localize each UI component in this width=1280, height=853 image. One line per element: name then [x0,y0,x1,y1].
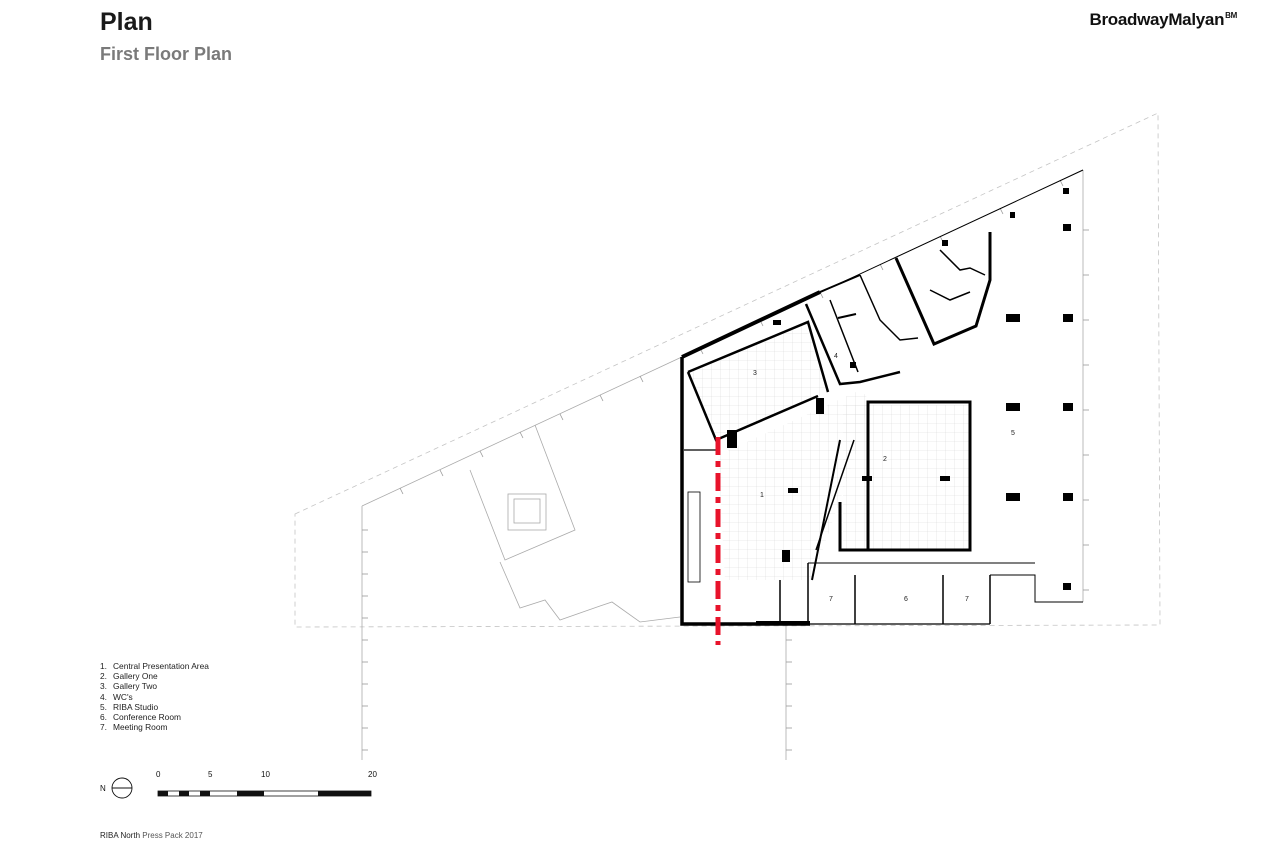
edge-ticks [362,179,1089,751]
footer-org: RIBA North [100,831,141,840]
gallery-two-floor [688,322,828,440]
brand-name: BroadwayMalyan [1089,10,1225,29]
room-label-1: 1 [760,492,764,499]
brand-mark: BM [1225,11,1237,20]
legend-item: 7.Meeting Room [100,722,168,733]
room-label-3: 3 [753,370,757,377]
legend-item: 5.RIBA Studio [100,701,159,712]
room-label-4: 4 [834,353,838,360]
scale-label-20: 20 [368,770,377,779]
brand-logo: BroadwayMalyanBM [1089,10,1237,30]
central-area-floor [718,390,868,580]
scale-label-0: 0 [156,770,161,779]
room-label-5: 5 [1011,430,1015,437]
scale-label-10: 10 [261,770,270,779]
footer-doc: Press Pack 2017 [142,831,203,840]
scale-label-5: 5 [208,770,213,779]
room-legend: 1.Central Presentation Area 2.Gallery On… [100,661,209,732]
legend-item: 2.Gallery One [100,671,158,682]
structural-columns [727,188,1073,590]
legend-item: 1.Central Presentation Area [100,661,209,671]
north-arrow: N [100,777,133,799]
gallery-one-floor [843,405,969,550]
room-label-7a: 7 [829,596,833,603]
room-label-6: 6 [904,596,908,603]
page-title: Plan [100,8,153,36]
legend-item: 4.WC's [100,691,133,702]
page-subtitle: First Floor Plan [100,44,233,64]
site-boundary [294,112,1161,628]
building-walls [680,169,1084,626]
scale-bar: 0 5 10 20 [156,770,377,797]
page-footer: RIBA North Press Pack 2017 [100,831,203,840]
legend-item: 3.Gallery Two [100,681,158,692]
room-label-2: 2 [883,456,887,463]
room-label-7b: 7 [965,596,969,603]
north-label: N [100,784,106,793]
legend-item: 6.Conference Room [100,712,181,723]
